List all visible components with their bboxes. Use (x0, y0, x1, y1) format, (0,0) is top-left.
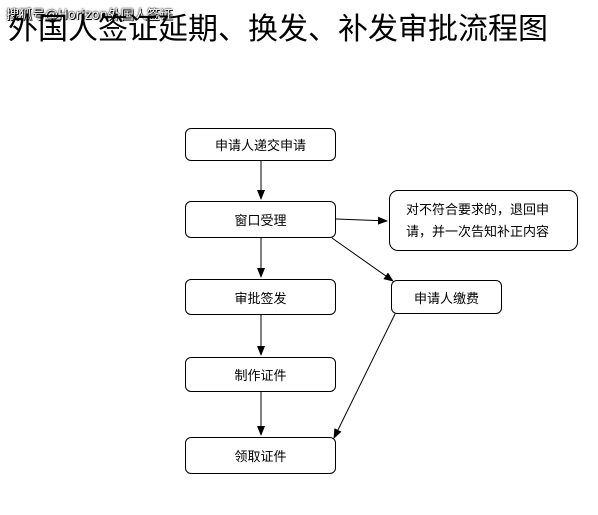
node-approval-label: 审批签发 (234, 291, 287, 307)
arrow-pay-to-collect (333, 313, 396, 439)
node-window-acceptance-label: 窗口受理 (234, 214, 287, 229)
node-submit-application: 申请人递交申请 (185, 128, 336, 161)
node-rejection-note: 对不符合要求的，退回申 请，并一次告知补正内容 (389, 190, 578, 251)
node-make-certificate: 制作证件 (185, 357, 336, 392)
page-title: 外国人签证延期、换发、补发审批流程图 (8, 12, 548, 47)
node-applicant-pays: 申请人缴费 (391, 280, 502, 314)
watermark: 搜狐号@Horizon外国人签证 (6, 8, 173, 23)
node-submit-application-label: 申请人递交申请 (214, 139, 306, 154)
arrow-window-to-pay (331, 237, 394, 282)
node-collect-certificate: 领取证件 (185, 437, 336, 474)
arrow-window-to-note (335, 216, 388, 225)
node-approval: 审批签发 (185, 279, 336, 315)
node-make-certificate-label: 制作证件 (234, 369, 287, 384)
note-line-1: 对不符合要求的，退回申 (406, 203, 550, 218)
node-collect-certificate-label: 领取证件 (234, 450, 287, 465)
note-line-2: 请，并一次告知补正内容 (406, 225, 550, 240)
node-applicant-pays-label: 申请人缴费 (413, 291, 479, 307)
node-window-acceptance: 窗口受理 (185, 201, 336, 238)
